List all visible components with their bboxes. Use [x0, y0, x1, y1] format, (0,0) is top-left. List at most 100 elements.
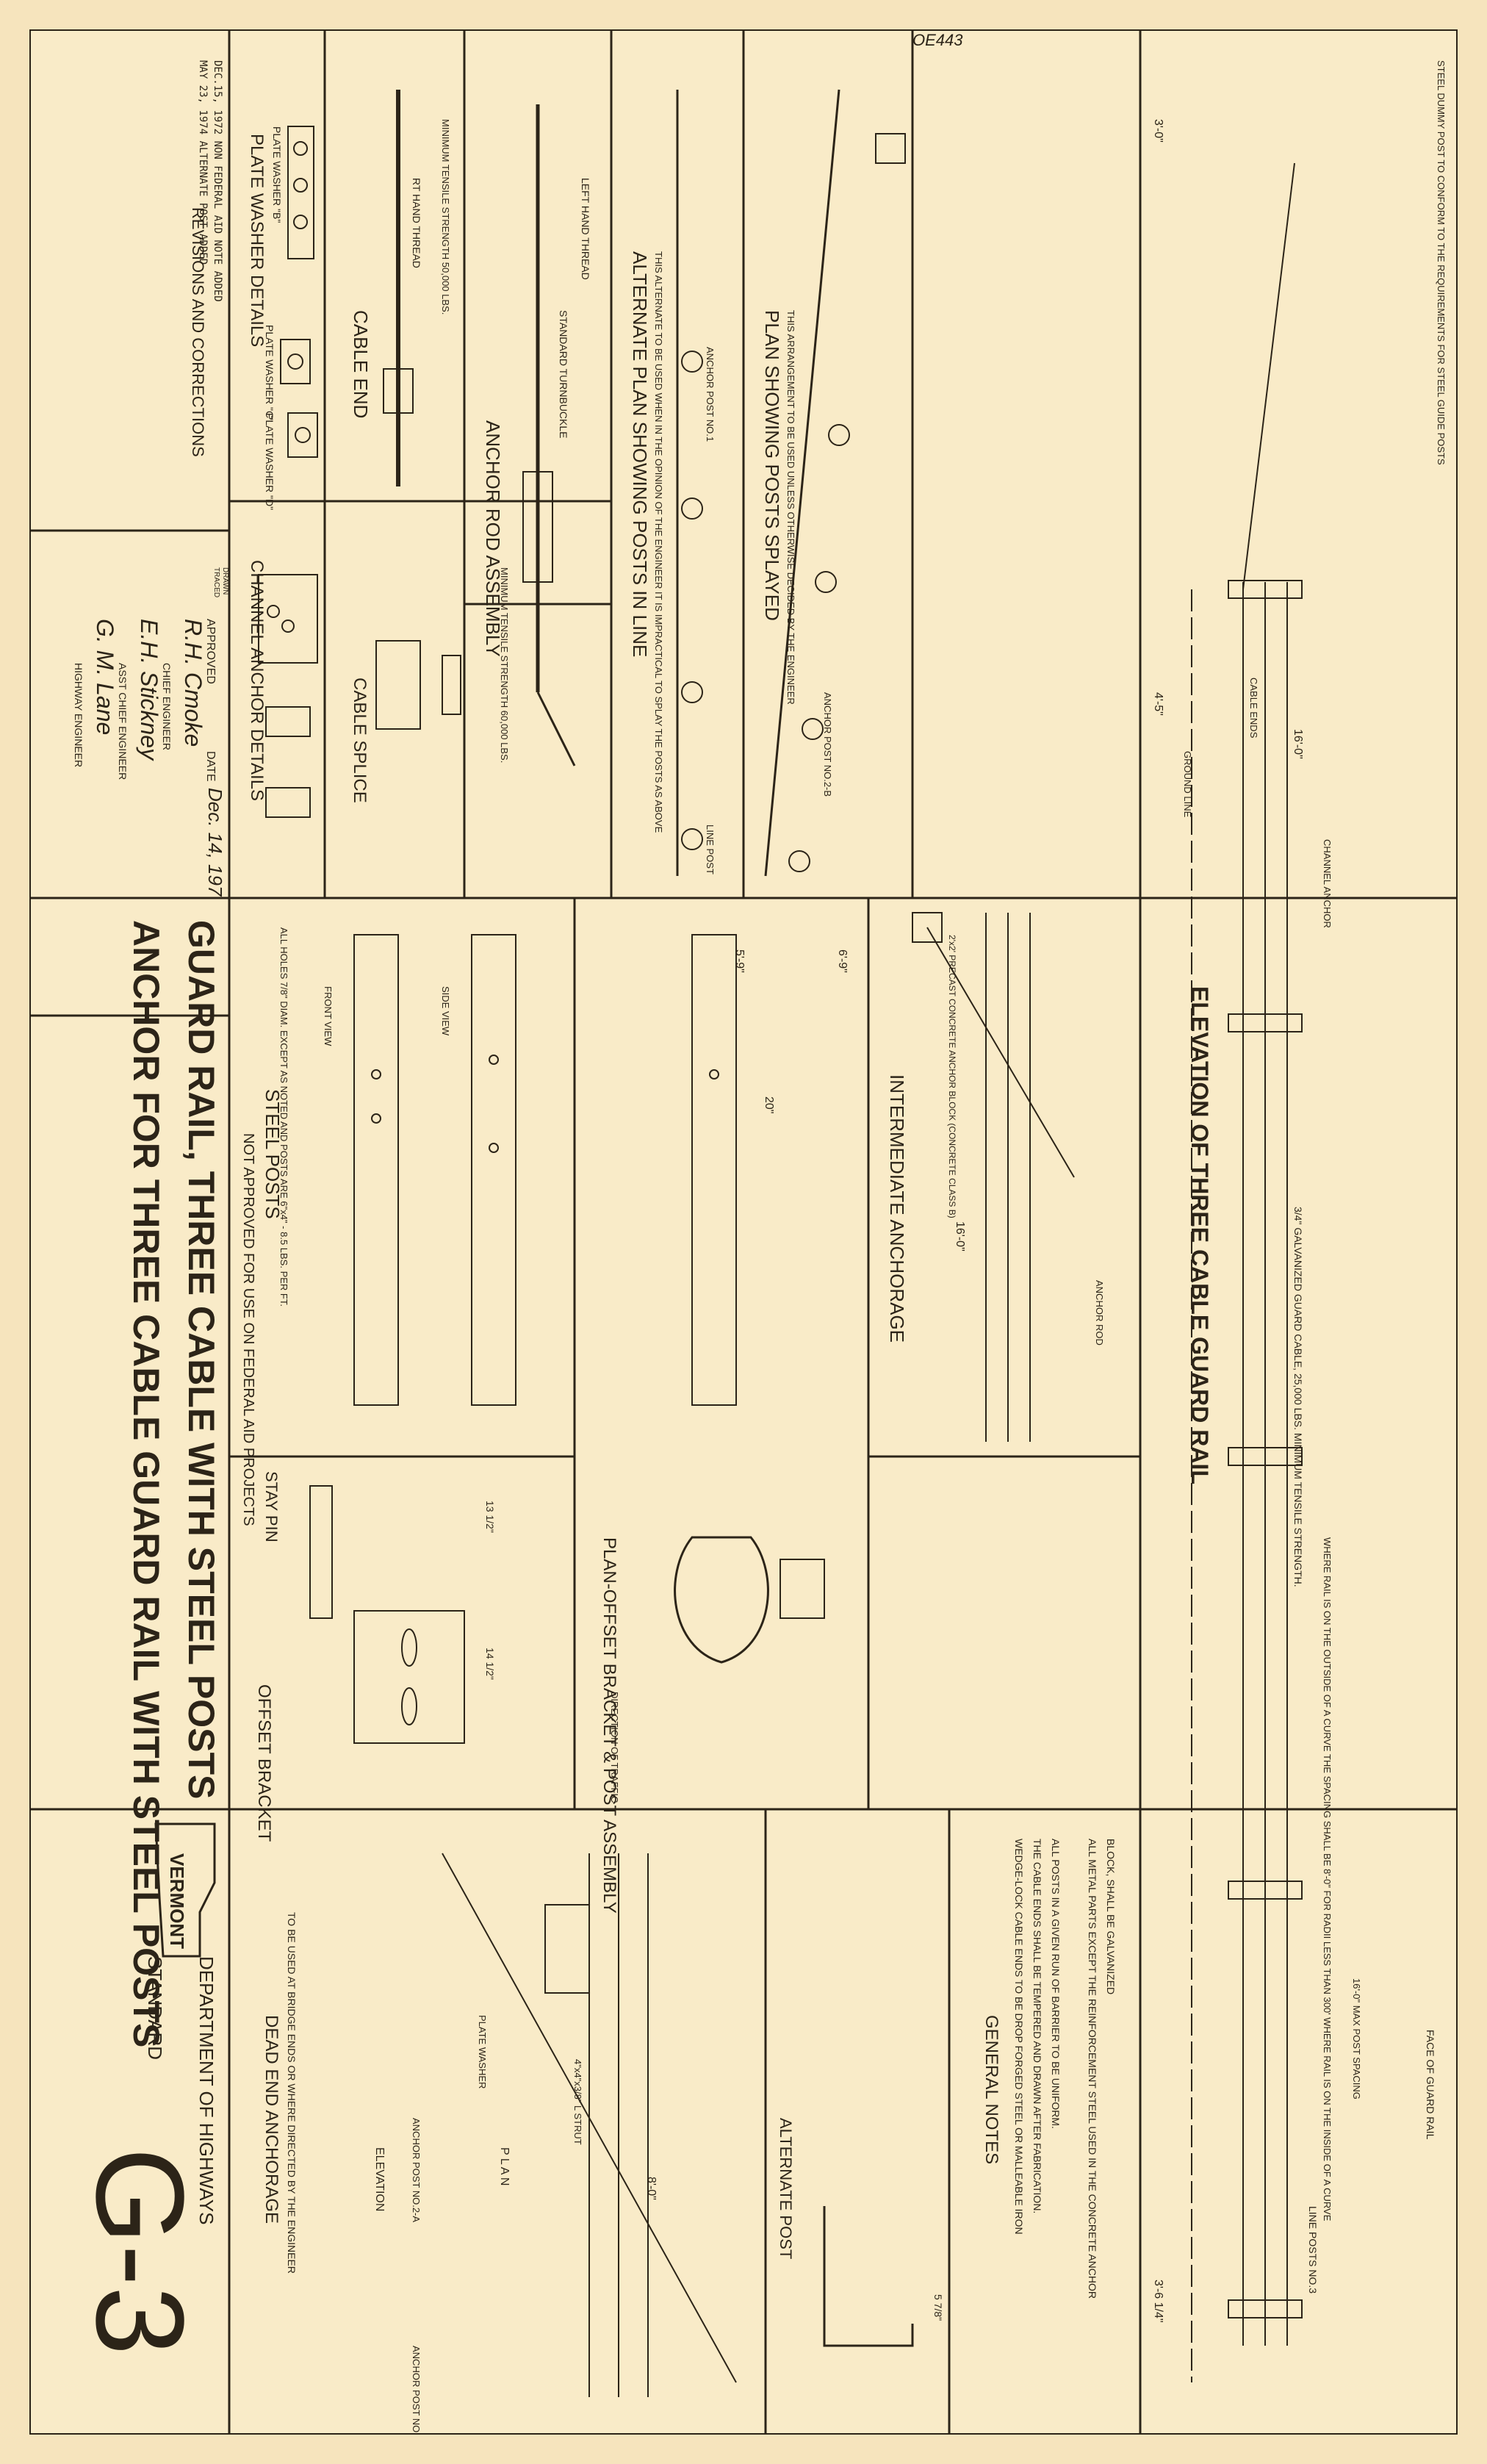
date-label: DATE: [204, 751, 217, 781]
not-approved-note: NOT APPROVED FOR USE ON FEDERAL AID PROJ…: [240, 1133, 256, 1526]
cable-spec-note: 3/4" GALVANIZED GUARD CABLE, 25,000 LBS.…: [1292, 1207, 1304, 1587]
posts-holes-note: ALL HOLES 7/8" DIAM. EXCEPT AS NOTED AND…: [278, 927, 289, 1307]
alt-plan-note: THIS ALTERNATE TO BE USED WHEN IN THE OP…: [653, 251, 664, 833]
section-plan-offset: PLAN-OFFSET BRACKET & POST ASSEMBLY: [600, 1537, 619, 1914]
ground-line-label: GROUND LINE: [1182, 751, 1193, 818]
dim-5-78: 5 7/8": [932, 2294, 944, 2321]
channel-anchor-section-2: [265, 787, 311, 818]
offset-bracket-front: [353, 1610, 465, 1744]
steel-post-hole: [371, 1113, 381, 1124]
engineering-drawing: G-3 VERMONT DEPARTMENT OF HIGHWAYS STANDARD…: [31, 31, 1456, 2433]
dim-8-0: 8'-0": [645, 2177, 658, 2200]
plate-washer-d: [287, 412, 318, 458]
steel-post-view: [691, 934, 737, 1406]
dead-end-anchor-post-2a: ANCHOR POST NO.2-A: [411, 2118, 422, 2222]
drawing-sheet: G-3 VERMONT DEPARTMENT OF HIGHWAYS STANDARD…: [29, 29, 1458, 2435]
channel-anchor-section: [265, 706, 311, 737]
dim-13-5: 13 1/2": [484, 1501, 496, 1533]
elevation-post: [1228, 1447, 1303, 1466]
concrete-block-label: 2'x2' PRECAST CONCRETE ANCHOR BLOCK (CON…: [947, 935, 957, 1218]
plate-washer-hole: [293, 178, 308, 193]
stay-pin: [309, 1485, 333, 1619]
general-note-2: THE CABLE ENDS SHALL BE TEMPERED AND DRA…: [1031, 1839, 1043, 2213]
department-label: DEPARTMENT OF HIGHWAYS: [195, 1956, 217, 2224]
state-label: VERMONT: [166, 1853, 188, 1949]
intermediate-anchor-rod: ANCHOR ROD: [1094, 1280, 1105, 1346]
dim-3-0: 3'-0": [1152, 119, 1164, 143]
section-dead-end: DEAD END ANCHORAGE: [262, 2015, 281, 2224]
revision-line-2: MAY 23, 1974 ALTERNATE POST ADDED: [197, 60, 209, 265]
alt-plan-post: [681, 351, 703, 373]
steel-dummy-note: STEEL DUMMY POST TO CONFORM TO THE REQUI…: [1436, 60, 1447, 465]
splayed-post: [802, 718, 824, 740]
intermediate-anchor-block: [912, 912, 943, 943]
anchor-cable-diagonal: [1242, 162, 1295, 590]
section-cable-splice: CABLE SPLICE: [350, 678, 370, 803]
general-note-1: WEDGE-LOCK CABLE ENDS TO BE DROP FORGED …: [1013, 1839, 1025, 2235]
alt-plan-post: [681, 681, 703, 703]
general-note-5: BLOCK, SHALL BE GALVANIZED: [1105, 1839, 1117, 1994]
general-note-3: ALL POSTS IN A GIVEN RUN OF BARRIER TO B…: [1050, 1839, 1062, 2129]
dim-intermediate-16-0: 16'-0": [954, 1221, 966, 1251]
plate-washer-hole: [293, 215, 308, 229]
stamp-number: OE443: [912, 31, 963, 49]
splayed-anchor-post-2b: ANCHOR POST NO.2-B: [822, 692, 833, 797]
line-posts-label: LINE POSTS NO.3: [1307, 2206, 1319, 2294]
plate-washer-b: [287, 126, 314, 259]
section-steel-posts: STEEL POSTS: [262, 1089, 284, 1219]
approved-label: APPROVED: [204, 619, 217, 684]
section-alternate-post: ALTERNATE POST: [777, 2118, 795, 2259]
tensile-50k-label: MINIMUM TENSILE STRENGTH 50,000 LBS.: [440, 119, 451, 315]
plate-washer-hole: [295, 427, 311, 443]
sheet-number: G-3: [70, 2147, 209, 2355]
plate-washer-c-label: PLATE WASHER "C": [264, 325, 276, 422]
elevation-post: [1228, 2299, 1303, 2318]
direction-traffic-label: DIRECTION OF TRAFFIC: [609, 1692, 620, 1803]
splayed-anchor-block: [875, 133, 906, 164]
title-line-1: GUARD RAIL, THREE CABLE WITH STEEL POSTS: [181, 920, 222, 1799]
highway-engineer-signature: G. M. Lane: [92, 619, 118, 735]
elevation-label: ELEVATION: [373, 2147, 386, 2211]
section-stay-pin: STAY PIN: [262, 1471, 281, 1542]
asst-chief-label: ASST CHIEF ENGINEER: [117, 663, 129, 780]
alt-anchor-post-1: ANCHOR POST NO.1: [705, 347, 716, 442]
general-note-4: ALL METAL PARTS EXCEPT THE REINFORCEMENT…: [1087, 1839, 1098, 2299]
channel-anchor-label: CHANNEL ANCHOR: [1322, 839, 1333, 928]
dead-end-bracket: [544, 1904, 590, 1994]
alternate-post-section: [823, 2206, 914, 2347]
standard-label: STANDARD: [144, 1956, 166, 2060]
vermont-outline-icon: [154, 1822, 216, 1958]
revision-line-1: DEC.15, 1972 NON FEDERAL AID NOTE ADDED: [212, 60, 223, 302]
side-view-label: SIDE VIEW: [440, 986, 451, 1036]
splayed-post: [788, 850, 810, 872]
cable-ends-label: CABLE ENDS: [1248, 678, 1259, 739]
section-anchor-rod: ANCHOR ROD ASSEMBLY: [482, 420, 504, 657]
channel-anchor-front: [258, 574, 318, 664]
splayed-post: [815, 571, 837, 593]
steel-post-hole: [489, 1055, 499, 1065]
alt-line-post: LINE POST: [705, 825, 716, 874]
section-cable-end: CABLE END: [350, 310, 372, 418]
asst-chief-signature: E.H. Stickney: [136, 619, 162, 761]
section-plate-washer: PLATE WASHER DETAILS: [247, 134, 267, 347]
dead-end-plate-washer: PLATE WASHER: [477, 2015, 488, 2088]
front-view-label: FRONT VIEW: [323, 986, 334, 1046]
elevation-post: [1228, 1881, 1303, 1900]
title-line-2: ANCHOR FOR THREE CABLE GUARD RAIL WITH S…: [126, 920, 167, 2047]
anchor-rod-bend: [536, 692, 576, 766]
plan-label: P L A N: [498, 2147, 511, 2185]
steel-post-view: [471, 934, 516, 1406]
intermediate-diagonal: [926, 927, 1075, 1178]
highway-engineer-label: HIGHWAY ENGINEER: [73, 663, 84, 767]
plan-post-section: [779, 1559, 825, 1619]
bracket-slot: [401, 1687, 417, 1725]
face-of-guard-rail-label: FACE OF GUARD RAIL: [1425, 2030, 1436, 2140]
cable-splice-bolt: [442, 655, 461, 715]
dim-20: 20": [763, 1096, 775, 1113]
section-intermediate: INTERMEDIATE ANCHORAGE: [886, 1074, 908, 1343]
elevation-post: [1228, 1013, 1303, 1032]
steel-post-view: [353, 934, 399, 1406]
dim-14-5: 14 1/2": [484, 1648, 496, 1680]
alt-plan-post: [681, 828, 703, 850]
date-value: Dec. 14, 197: [204, 788, 226, 897]
